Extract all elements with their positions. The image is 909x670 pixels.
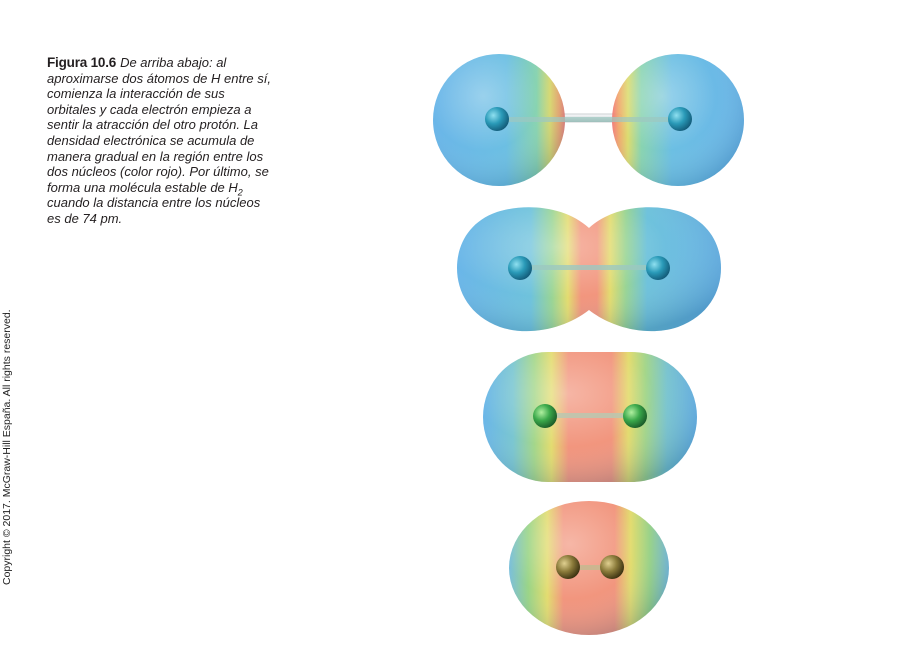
stage-2-merging-orbitals: [457, 207, 721, 332]
stage-2-right-nucleus: [646, 256, 670, 280]
stage-4-right-nucleus: [600, 555, 624, 579]
stage-1-left-nucleus: [485, 107, 509, 131]
figure-label: Figura 10.6: [47, 55, 117, 70]
stage-3-left-nucleus: [533, 404, 557, 428]
stage-3-bond: [547, 413, 633, 418]
stage-4-h2-molecule: [509, 501, 669, 635]
stage-2-left-nucleus: [508, 256, 532, 280]
stage-4-left-nucleus: [556, 555, 580, 579]
stage-1-separated-atoms: [433, 54, 744, 186]
stage-3-right-nucleus: [623, 404, 647, 428]
stage-1-right-nucleus: [668, 107, 692, 131]
caption-subscript: 2: [237, 187, 243, 198]
caption-text-main: De arriba abajo: al aproximarse dos átom…: [47, 55, 271, 195]
stage-3-overlapping-orbitals: [483, 352, 697, 482]
stage-2-bond: [523, 265, 657, 270]
caption-text: De arriba abajo: al aproximarse dos átom…: [47, 55, 271, 226]
caption-text-end: cuando la distancia entre los núcleos es…: [47, 195, 261, 226]
